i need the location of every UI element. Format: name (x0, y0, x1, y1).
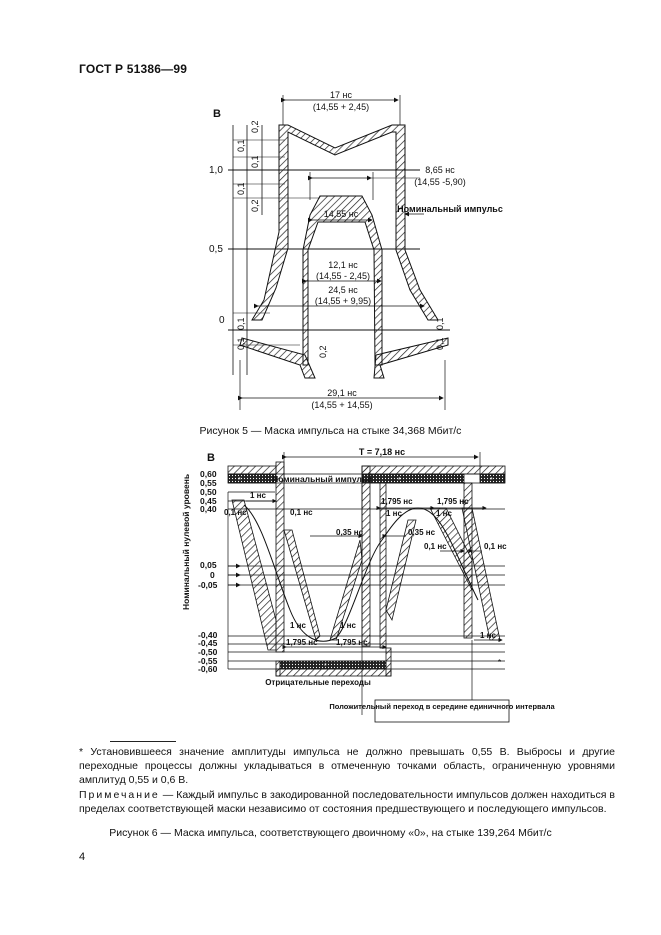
fig6-y-040: 0,40 (200, 504, 217, 514)
fig5-tol-top: 0,2 (250, 120, 260, 133)
figure-6: В 0,60 0,55 0,50 0,45 0,40 0,05 0 -0,05 … (181, 447, 555, 723)
fig5-tol-g: 0,1 (435, 317, 445, 330)
fig5-dim-mid1-sub: (14,55 - 2,45) (316, 271, 370, 281)
fig6-star-4: * (324, 663, 327, 670)
fig5-dim-right: 8,65 нс (425, 165, 455, 175)
fig5-axis-unit: В (213, 108, 221, 120)
fig5-tol-d: 0,2 (250, 199, 260, 212)
fig6-pos-transition: Положительный переход в середине единичн… (329, 702, 555, 711)
note-label: Примечание (79, 789, 160, 801)
fig5-dim-bottom: 29,1 нс (327, 388, 357, 398)
fig6-y-axis-title: Номинальный нулевой уровень (181, 474, 191, 610)
fig6-035-a: 0,35 нс (336, 528, 364, 537)
fig5-dim-mid2: 24,5 нс (328, 285, 358, 295)
fig6-y-0: 0 (210, 570, 215, 580)
note: Примечание — Каждый импульс в закодирова… (79, 788, 615, 816)
document-header: ГОСТ Р 51386—99 (79, 62, 188, 76)
fig5-tol-e: 0,1 (236, 317, 246, 330)
page-number: 4 (79, 851, 86, 863)
fig6-1ns-b: 1 нс (386, 509, 403, 518)
fig6-01ns-c: 0,1 нс (424, 542, 447, 551)
fig6-1ns-f: 1 нс (480, 631, 497, 640)
fig6-y-060: 0,60 (200, 469, 217, 479)
fig6-y-m050: -0,50 (198, 647, 218, 657)
fig5-dim-top: 17 нс (330, 90, 352, 100)
fig5-inner-mask (302, 195, 383, 366)
fig6-y-050: 0,50 (200, 487, 217, 497)
fig6-y-labels: 0,60 0,55 0,50 0,45 0,40 0,05 0 -0,05 -0… (198, 469, 218, 674)
fig5-tol-h: 0,2 (318, 345, 328, 358)
note-text: — Каждый импульс в закодированной послед… (79, 789, 615, 815)
fig6-1ns-e: 1 нс (340, 621, 357, 630)
fig6-axis-unit: В (207, 452, 215, 464)
fig6-star-2: * (398, 477, 401, 484)
fig6-y-m045: -0,45 (198, 638, 218, 648)
fig6-y-m060: -0,60 (198, 664, 218, 674)
fig6-y-m055: -0,55 (198, 656, 218, 666)
footnote-separator (110, 741, 176, 742)
fig6-1795-b: 1,795 нс (437, 497, 469, 506)
fig5-y-label-1: 1,0 (209, 165, 223, 176)
fig6-nominal-1: Номинальный импульс (272, 474, 372, 484)
fig5-dim-bottom-sub: (14,55 + 14,55) (311, 400, 372, 410)
fig5-outer-mask (251, 124, 439, 321)
fig5-dim-mid1: 12,1 нс (328, 260, 358, 270)
fig6-y-055: 0,55 (200, 478, 217, 488)
fig5-tol-c: 0,1 (236, 182, 246, 195)
fig6-01ns-d: 0,1 нс (484, 542, 507, 551)
fig6-1ns-c: 1 нс (436, 509, 453, 518)
fig5-dim-top-sub: (14,55 + 2,45) (313, 102, 369, 112)
fig5-tol-a: 0,1 (236, 139, 246, 152)
fig6-neg-transitions: Отрицательные переходы (265, 678, 371, 687)
fig6-1795-a: 1,795 нс (381, 497, 413, 506)
fig6-star-3: * (490, 477, 493, 484)
figure-5: В 1,0 0,5 0 0,2 0,1 0,1 0,1 0,2 0,1 0,1 … (209, 90, 503, 410)
footnote: * Установившееся значение амплитуды импу… (79, 746, 615, 786)
fig6-1ns-a: 1 нс (250, 491, 267, 500)
fig5-dim-inner: 14,55 нс (324, 209, 359, 219)
figure-6-caption: Рисунок 6 — Маска импульса, соответствую… (109, 827, 552, 839)
fig6-period: T = 7,18 нс (359, 447, 405, 457)
fig5-tol-b: 0,1 (250, 155, 260, 168)
fig5-nominal-pulse: Номинальный импульс (397, 204, 503, 214)
fig6-035-b: 0,35 нс (408, 528, 436, 537)
fig6-star-5: * (498, 658, 501, 667)
fig6-1795-d: 1,795 нс (336, 638, 368, 647)
fig5-y-label-0: 0 (219, 315, 225, 326)
fig6-01ns-b: 0,1 нс (290, 508, 313, 517)
fig6-y-005: 0,05 (200, 560, 217, 570)
fig6-y-m040: -0,40 (198, 630, 218, 640)
fig6-01ns-a: 0,1 нс (224, 508, 247, 517)
fig6-y-045: 0,45 (200, 496, 217, 506)
fig5-y-label-05: 0,5 (209, 244, 223, 255)
fig6-1795-c: 1,795 нс (286, 638, 318, 647)
fig6-y-m005: -0,05 (198, 580, 218, 590)
fig5-dim-right-sub: (14,55 -5,90) (414, 177, 466, 187)
fig5-dim-mid2-sub: (14,55 + 9,95) (315, 296, 371, 306)
figure-5-caption: Рисунок 5 — Маска импульса на стыке 34,3… (199, 425, 462, 437)
fig6-star-1: * (238, 477, 241, 484)
